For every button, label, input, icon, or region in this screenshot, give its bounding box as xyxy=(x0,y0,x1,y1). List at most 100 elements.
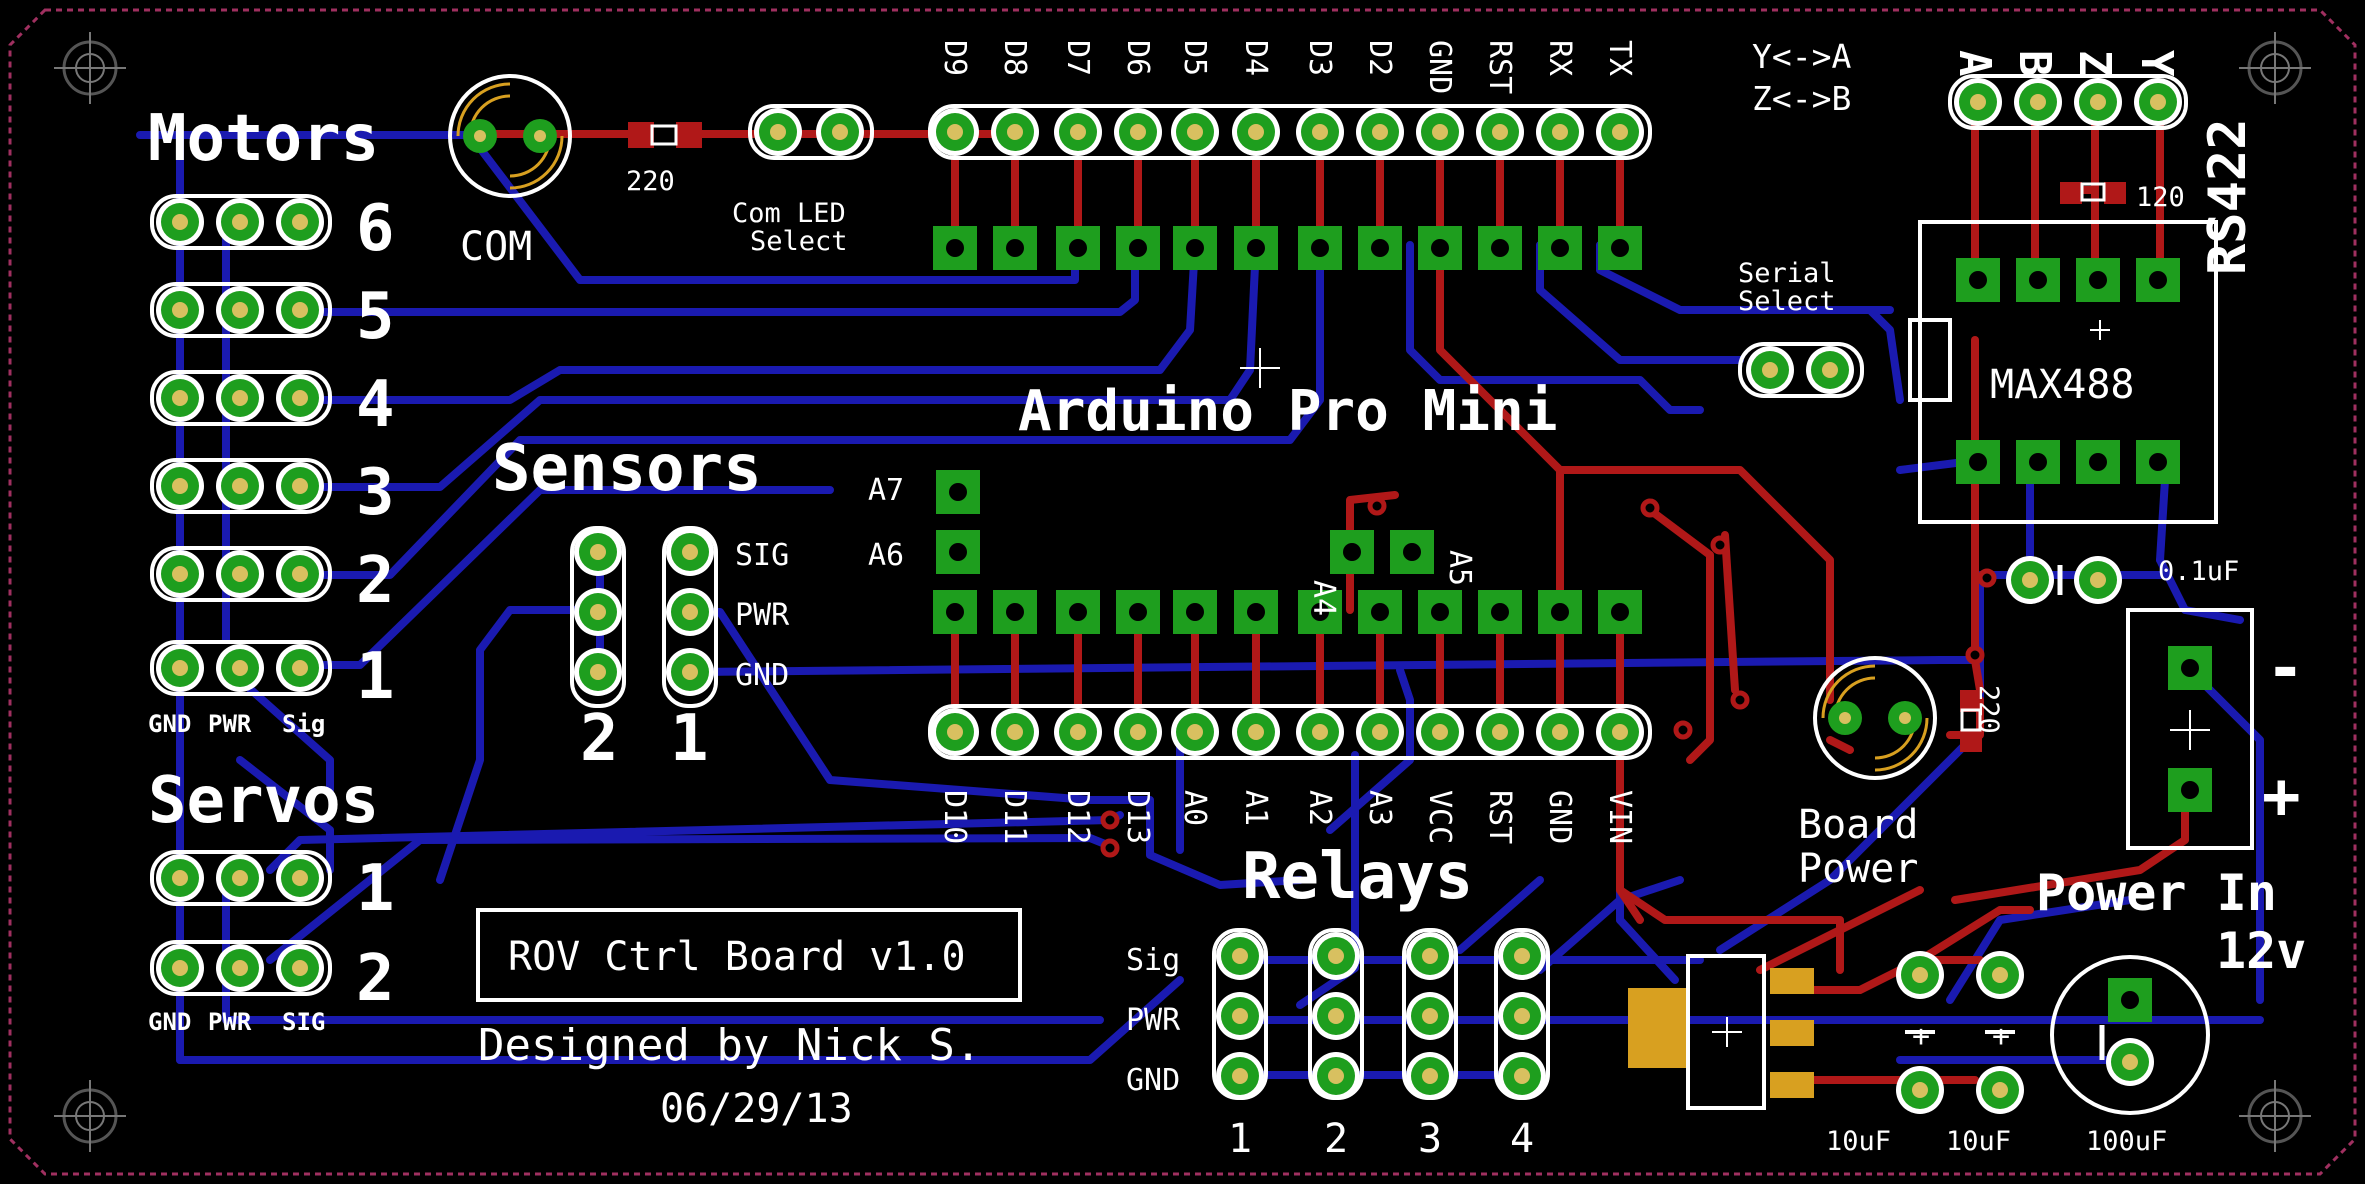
relay-pin xyxy=(1312,992,1360,1040)
sensor-number: 2 xyxy=(580,702,619,776)
arduino-top-header-pin xyxy=(1356,108,1404,156)
motor-pin-label-pwr: PWR xyxy=(208,710,252,738)
sensor-pin xyxy=(574,588,622,636)
arduino-bottom-header-pin xyxy=(1596,708,1644,756)
arduino-bottom-pad xyxy=(1478,590,1522,634)
servo-pin-label-sig: SIG xyxy=(282,1008,325,1036)
sensor-pin xyxy=(574,528,622,576)
relay-pin xyxy=(1216,992,1264,1040)
arduino-top-pin-label: D3 xyxy=(1302,40,1337,76)
com-select-pin xyxy=(754,108,802,156)
sensor-pin-label-sig: SIG xyxy=(735,538,789,573)
com-select-label: Com LED xyxy=(732,198,846,229)
bypass-cap-pad xyxy=(2006,556,2054,604)
servo-pin xyxy=(216,944,264,992)
arduino-top-header-pin xyxy=(1054,108,1102,156)
motor-pin-label-gnd: GND xyxy=(148,710,191,738)
bypass-cap-pad xyxy=(2074,556,2122,604)
pin-label-a4: A4 xyxy=(1306,580,1341,616)
motor-pin xyxy=(276,462,324,510)
sensors-heading: Sensors xyxy=(492,432,762,506)
max488-pad xyxy=(2076,258,2120,302)
motor-pin xyxy=(156,550,204,598)
cap-pad xyxy=(1976,951,2024,999)
arduino-top-pad xyxy=(1116,226,1160,270)
motor-pin xyxy=(276,286,324,334)
power-in-pad xyxy=(2168,768,2212,812)
arduino-top-header-pin xyxy=(1476,108,1524,156)
arduino-bottom-pin-label: D13 xyxy=(1120,790,1155,844)
arduino-bottom-pad xyxy=(1173,590,1217,634)
rs422-pin-label-b: B xyxy=(2009,50,2060,77)
arduino-bottom-pad xyxy=(1116,590,1160,634)
motor-pin xyxy=(156,462,204,510)
arduino-top-pad xyxy=(1234,226,1278,270)
motor-pin xyxy=(156,198,204,246)
max488-pad xyxy=(2016,440,2060,484)
design-date: 06/29/13 xyxy=(660,1086,853,1132)
serial-select-label: Select xyxy=(1738,286,1836,317)
cap-label: 100uF xyxy=(2086,1126,2167,1157)
power-plus-label: + xyxy=(2262,760,2301,834)
a4-pad xyxy=(1330,530,1374,574)
rs422-pin-label-y: Y xyxy=(2131,50,2182,77)
arduino-label: Arduino Pro Mini xyxy=(1018,379,1557,444)
arduino-top-header-pin xyxy=(991,108,1039,156)
arduino-bottom-pad xyxy=(1418,590,1462,634)
designer-credit: Designed by Nick S. xyxy=(478,1020,981,1071)
arduino-top-pin-label: D7 xyxy=(1060,40,1095,76)
motor-pin xyxy=(276,550,324,598)
sensor-pin xyxy=(666,528,714,576)
arduino-top-header-pin xyxy=(1296,108,1344,156)
arduino-bottom-pin-label: VIN xyxy=(1602,790,1637,844)
motor-pin xyxy=(156,286,204,334)
mounting-hole xyxy=(2237,30,2313,106)
arduino-bottom-header-pin xyxy=(1416,708,1464,756)
relay-number: 2 xyxy=(1324,1116,1348,1162)
servo-pin-label-pwr: PWR xyxy=(208,1008,252,1036)
arduino-bottom-header-pin xyxy=(1054,708,1102,756)
a6-pad xyxy=(936,530,980,574)
arduino-bottom-pad xyxy=(1234,590,1278,634)
relays-heading: Relays xyxy=(1242,840,1473,914)
rs422-pin xyxy=(2074,78,2122,126)
com-select-label: Select xyxy=(750,226,848,257)
max488-pad xyxy=(1956,258,2000,302)
motor-pin xyxy=(156,374,204,422)
com-led-label: COM xyxy=(460,224,532,270)
cap-pad xyxy=(2106,1038,2154,1086)
max488-pad xyxy=(2136,440,2180,484)
motors-heading: Motors xyxy=(148,102,379,176)
cap-label: 10uF xyxy=(1826,1126,1891,1157)
arduino-top-pin-label: D6 xyxy=(1120,40,1155,76)
relay-pin xyxy=(1216,932,1264,980)
arduino-top-header-pin xyxy=(1114,108,1162,156)
arduino-top-pad xyxy=(1598,226,1642,270)
bypass-cap-label: 0.1uF xyxy=(2158,556,2239,587)
arduino-top-header-pin xyxy=(1596,108,1644,156)
arduino-top-pad xyxy=(1538,226,1582,270)
relay-number: 4 xyxy=(1510,1116,1534,1162)
cap-polarity-mark: + xyxy=(1912,1019,1930,1054)
power-led-resistor-label: 220 xyxy=(1973,685,2004,734)
arduino-bottom-header-pin xyxy=(1296,708,1344,756)
servo-number: 2 xyxy=(356,942,395,1016)
arduino-top-pad xyxy=(1298,226,1342,270)
servo-number: 1 xyxy=(356,852,395,926)
cap-polarity-mark: + xyxy=(1992,1019,2010,1054)
arduino-bottom-header-pin xyxy=(991,708,1039,756)
arduino-top-header-pin xyxy=(1416,108,1464,156)
relay-pin xyxy=(1406,1052,1454,1100)
arduino-bottom-pin-label: A1 xyxy=(1238,790,1273,826)
arduino-bottom-pin-label: D11 xyxy=(997,790,1032,844)
a7-pad xyxy=(936,470,980,514)
relay-pin-label-pwr: PWR xyxy=(1126,1003,1181,1038)
power-in-voltage: 12v xyxy=(2216,922,2306,980)
arduino-bottom-pad xyxy=(993,590,1037,634)
motor-number: 2 xyxy=(356,544,395,618)
pin-label-a6: A6 xyxy=(868,538,904,573)
power-in-label: Power In xyxy=(2036,864,2277,922)
arduino-top-pin-label: D4 xyxy=(1238,40,1273,76)
